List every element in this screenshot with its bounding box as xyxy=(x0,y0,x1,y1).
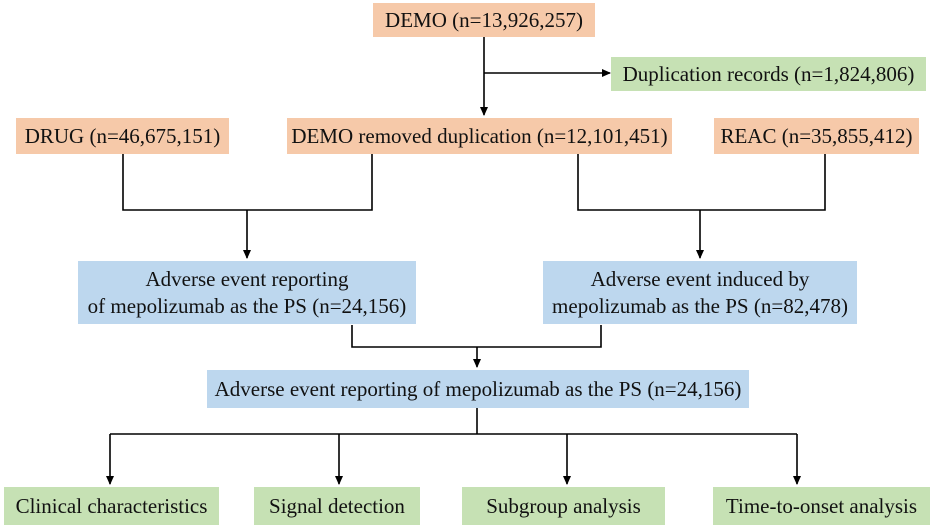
ae-combined-box: Adverse event reporting of mepolizumab a… xyxy=(207,370,749,408)
clinical-characteristics-box: Clinical characteristics xyxy=(4,487,219,525)
signal-detection-box: Signal detection xyxy=(254,487,420,525)
demo-removed-duplication-box: DEMO removed duplication (n=12,101,451) xyxy=(287,118,672,154)
subgroup-analysis-box: Subgroup analysis xyxy=(462,487,665,525)
connector-demo-reac xyxy=(577,154,826,211)
connector-ae-merge xyxy=(351,325,602,348)
demo-box: DEMO (n=13,926,257) xyxy=(373,3,595,37)
ae-reporting-line1: Adverse event reporting xyxy=(145,267,349,292)
ae-induced-line1: Adverse event induced by xyxy=(590,267,810,292)
reac-box: REAC (n=35,855,412) xyxy=(714,118,919,154)
ae-reporting-box: Adverse event reporting of mepolizumab a… xyxy=(78,261,416,324)
connector-drug-demo xyxy=(122,154,373,211)
drug-box: DRUG (n=46,675,151) xyxy=(16,118,229,154)
ae-induced-line2: mepolizumab as the PS (n=82,478) xyxy=(552,293,848,318)
duplication-records-box: Duplication records (n=1,824,806) xyxy=(611,57,926,91)
time-to-onset-analysis-box: Time-to-onset analysis xyxy=(713,487,930,525)
ae-induced-box: Adverse event induced by mepolizumab as … xyxy=(543,261,857,324)
ae-reporting-line2: of mepolizumab as the PS (n=24,156) xyxy=(87,293,407,318)
